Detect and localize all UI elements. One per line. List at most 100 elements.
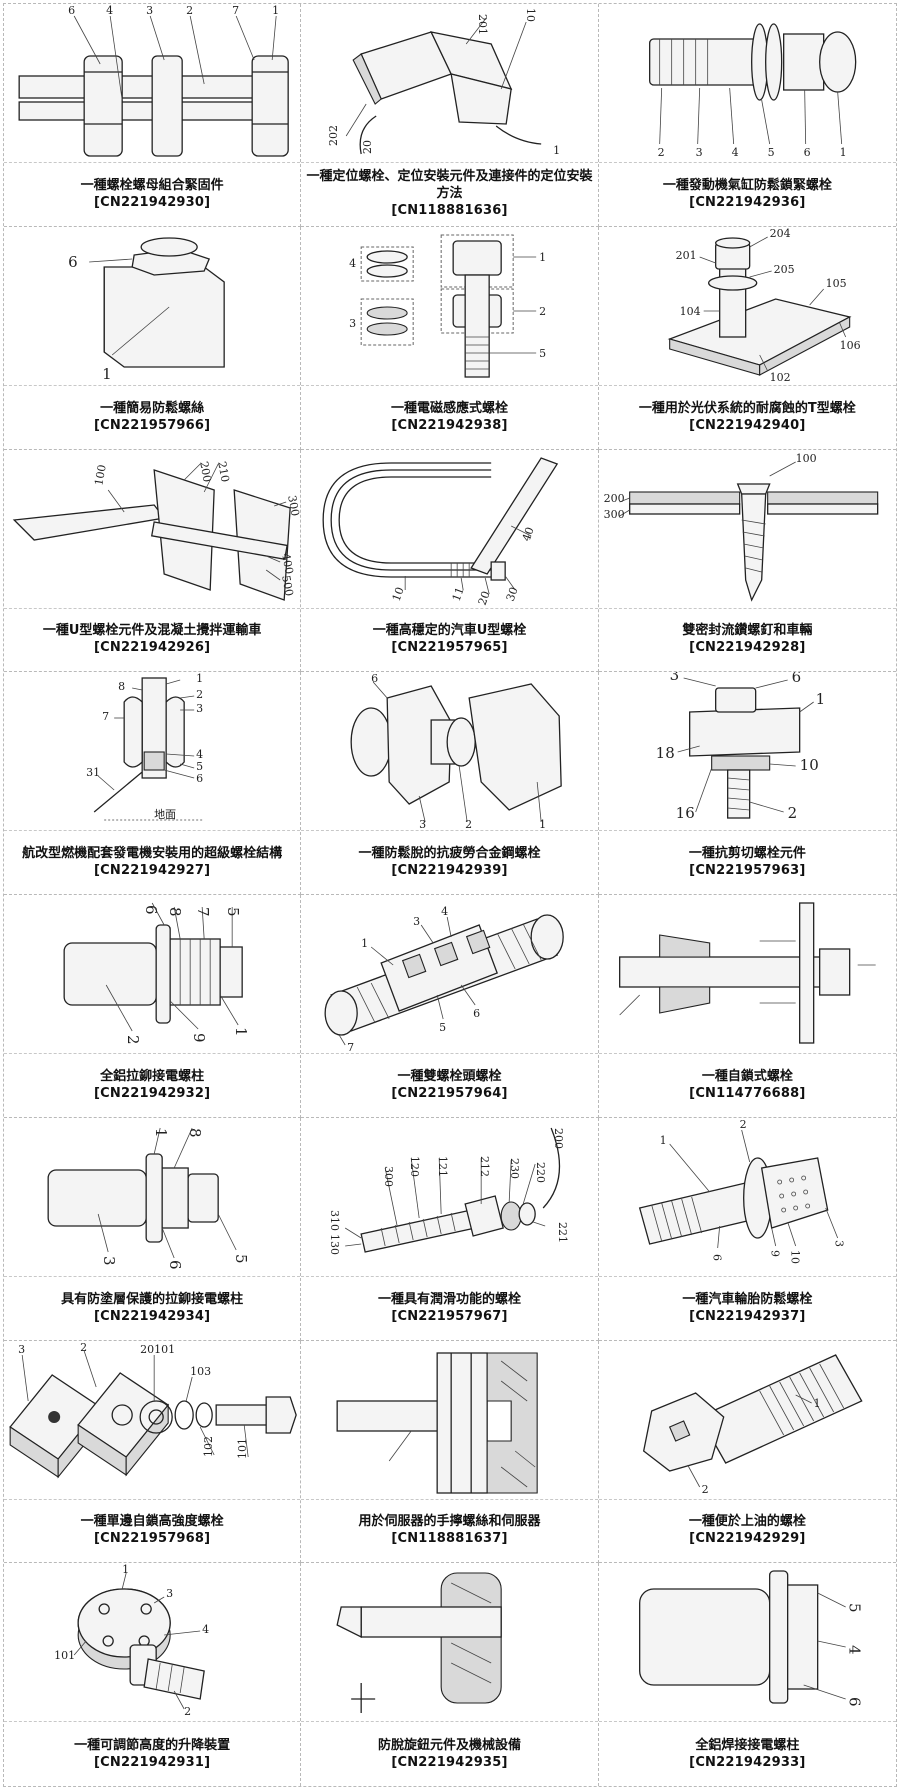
figure-label: 101 [236,1438,249,1459]
patent-number[interactable]: [CN221942927] [94,862,210,879]
patent-title[interactable]: 用於伺服器的手擰螺絲和伺服器 [358,1513,540,1530]
patent-card[interactable]: 1 8 3 6 5 具有防塗層保護的拉鉚接電螺柱 [CN221942934] [4,1118,301,1341]
patent-title[interactable]: 全鋁拉鉚接電螺柱 [100,1068,204,1085]
patent-title[interactable]: 一種U型螺栓元件及混凝土攪拌運輸車 [43,622,262,639]
patent-caption: 一種具有潤滑功能的螺栓 [CN221957967] [305,1280,593,1336]
coated-rivet-stud-drawing: 1 8 3 6 5 [4,1118,300,1277]
patent-number[interactable]: [CN221942934] [94,1308,210,1325]
patent-number[interactable]: [CN221942939] [391,862,507,879]
patent-title[interactable]: 一種便於上油的螺栓 [689,1513,806,1530]
patent-card[interactable]: 防脫旋鈕元件及機械設備 [CN221942935] [301,1563,598,1786]
patent-number[interactable]: [CN221957964] [391,1085,507,1102]
patent-caption: 一種螺栓螺母組合緊固件 [CN221942930] [8,166,296,222]
patent-title[interactable]: 一種汽車輪胎防鬆螺栓 [682,1291,812,1308]
figure-label: 7 [347,1041,354,1053]
patent-title[interactable]: 具有防塗層保護的拉鉚接電螺柱 [61,1291,243,1308]
patent-card[interactable]: 5 4 6 全鋁焊接接電螺柱 [CN221942933] [599,1563,896,1786]
patent-number[interactable]: [CN221942930] [94,194,210,211]
patent-number[interactable]: [CN221942929] [689,1530,805,1547]
patent-title[interactable]: 一種單邊自鎖高強度螺栓 [81,1513,224,1530]
patent-number[interactable]: [CN221942938] [391,417,507,434]
patent-title[interactable]: 一種螺栓螺母組合緊固件 [81,177,224,194]
patent-card[interactable]: 204 201 205 105 104 106 102 一種用於光伏系統的耐腐蝕… [599,227,896,450]
patent-card[interactable]: 8 1 2 3 7 4 5 6 31 地面 航改型燃機配套發電機安裝用的超級螺栓… [4,672,301,895]
patent-card[interactable]: 1 2 一種便於上油的螺栓 [CN221942929] [599,1341,896,1564]
patent-title[interactable]: 一種簡易防鬆螺絲 [100,400,204,417]
figure-label: 5 [767,146,774,159]
patent-card[interactable]: 6 8 7 5 2 9 1 全鋁拉鉚接電螺柱 [CN221942932] [4,895,301,1118]
figure-label: 2 [186,4,193,17]
patent-title[interactable]: 全鋁焊接接電螺柱 [695,1737,799,1754]
patent-card[interactable]: 6 3 2 1 一種防鬆脫的抗疲勞合金鋼螺栓 [CN221942939] [301,672,598,895]
figure-label: 103 [190,1365,211,1378]
patent-title[interactable]: 一種自鎖式螺栓 [702,1068,793,1085]
patent-number[interactable]: [CN221942935] [391,1754,507,1771]
patent-caption: 全鋁拉鉚接電螺柱 [CN221942932] [8,1057,296,1113]
patent-title[interactable]: 一種防鬆脫的抗疲勞合金鋼螺栓 [358,845,540,862]
patent-number[interactable]: [CN221942928] [689,639,805,656]
figure-label: 6 [845,1697,863,1707]
patent-number[interactable]: [CN221957968] [94,1530,210,1547]
patent-number[interactable]: [CN221942937] [689,1308,805,1325]
patent-number[interactable]: [CN221957966] [94,417,210,434]
figure-label: 310 [328,1210,341,1231]
flow-drill-screw-drawing: 100 200 300 [599,450,896,609]
alloy-bolt-drawing: 6 3 2 1 [301,672,597,831]
figure-label: 9 [190,1033,208,1043]
patent-card[interactable]: 200 300 120 121 212 230 220 310 130 221 … [301,1118,598,1341]
patent-title[interactable]: 一種電磁感應式螺栓 [391,400,508,417]
patent-title[interactable]: 一種定位螺栓、定位安裝元件及連接件的定位安裝方法 [305,168,593,202]
patent-card[interactable]: 2 1 6 9 10 3 一種汽車輪胎防鬆螺栓 [CN221942937] [599,1118,896,1341]
patent-number[interactable]: [CN221957963] [689,862,805,879]
patent-number[interactable]: [CN118881637] [391,1530,507,1547]
patent-title[interactable]: 一種高穩定的汽車U型螺栓 [373,622,527,639]
figure-label: 2 [701,1483,708,1496]
patent-card[interactable]: 6 4 3 2 7 1 一種螺栓螺母組合緊固件 [CN221942930] [4,4,301,227]
patent-title[interactable]: 雙密封流鑽螺釘和車輛 [682,622,812,639]
patent-number[interactable]: [CN221942936] [689,194,805,211]
figure-label: 3 [413,915,420,928]
figure-label: 3 [349,317,356,330]
patent-title[interactable]: 一種用於光伏系統的耐腐蝕的T型螺栓 [639,400,856,417]
patent-number[interactable]: [CN221942940] [689,417,805,434]
figure-label: 10 [799,756,818,774]
figure-label: 3 [18,1343,25,1356]
patent-card[interactable]: 用於伺服器的手擰螺絲和伺服器 [CN118881637] [301,1341,598,1564]
patent-title[interactable]: 防脫旋鈕元件及機械設備 [378,1737,521,1754]
patent-card[interactable]: 3 2 20101 103 102 101 一種單邊自鎖高強度螺栓 [CN221… [4,1341,301,1564]
patent-card[interactable]: 6 1 一種簡易防鬆螺絲 [CN221957966] [4,227,301,450]
figure-label: 7 [194,907,212,917]
patent-number[interactable]: [CN221942926] [94,639,210,656]
patent-title[interactable]: 一種雙螺栓頭螺栓 [397,1068,501,1085]
patent-number[interactable]: [CN114776688] [689,1085,805,1102]
positioning-bolt-drawing: 202 201 10 20 1 [301,4,597,163]
patent-title[interactable]: 航改型燃機配套發電機安裝用的超級螺栓結構 [22,845,282,862]
patent-card[interactable]: 40 10 11 20 30 一種高穩定的汽車U型螺栓 [CN221957965… [301,450,598,673]
t-bolt-drawing: 204 201 205 105 104 106 102 [599,227,896,386]
patent-title[interactable]: 一種發動機氣缸防鬆鎖緊螺栓 [663,177,832,194]
patent-card[interactable]: 1 3 4 5 6 7 一種雙螺栓頭螺栓 [CN221957964] [301,895,598,1118]
patent-card[interactable]: 100 200 210 300 500 400 一種U型螺栓元件及混凝土攪拌運輸… [4,450,301,673]
patent-card[interactable]: 3 6 1 18 10 16 2 一種抗剪切螺栓元件 [CN221957963] [599,672,896,895]
patent-card[interactable]: 一種自鎖式螺栓 [CN114776688] [599,895,896,1118]
patent-card[interactable]: 4 3 1 2 5 一種電磁感應式螺栓 [CN221942938] [301,227,598,450]
patent-title[interactable]: 一種具有潤滑功能的螺栓 [378,1291,521,1308]
patent-caption: 一種U型螺栓元件及混凝土攪拌運輸車 [CN221942926] [8,612,296,668]
patent-number[interactable]: [CN221957967] [391,1308,507,1325]
patent-number[interactable]: [CN221942933] [689,1754,805,1771]
patent-caption: 一種電磁感應式螺栓 [CN221942938] [305,389,593,445]
figure-label: 2 [539,305,546,318]
anti-loose-bolt-drawing: 2 3 4 5 6 1 [599,4,896,163]
patent-number[interactable]: [CN221942931] [94,1754,210,1771]
figure-label: 1 [539,818,546,830]
patent-number[interactable]: [CN221957965] [391,639,507,656]
patent-card[interactable]: 1 3 4 101 2 一種可調節高度的升降裝置 [CN221942931] [4,1563,301,1786]
patent-title[interactable]: 一種抗剪切螺栓元件 [689,845,806,862]
patent-number[interactable]: [CN118881636] [391,202,507,219]
patent-title[interactable]: 一種可調節高度的升降裝置 [74,1737,230,1754]
figure-label: 8 [186,1128,204,1138]
patent-card[interactable]: 2 3 4 5 6 1 一種發動機氣缸防鬆鎖緊螺栓 [CN221942936] [599,4,896,227]
patent-card[interactable]: 100 200 300 雙密封流鑽螺釘和車輛 [CN221942928] [599,450,896,673]
patent-number[interactable]: [CN221942932] [94,1085,210,1102]
patent-card[interactable]: 202 201 10 20 1 一種定位螺栓、定位安裝元件及連接件的定位安裝方法… [301,4,598,227]
